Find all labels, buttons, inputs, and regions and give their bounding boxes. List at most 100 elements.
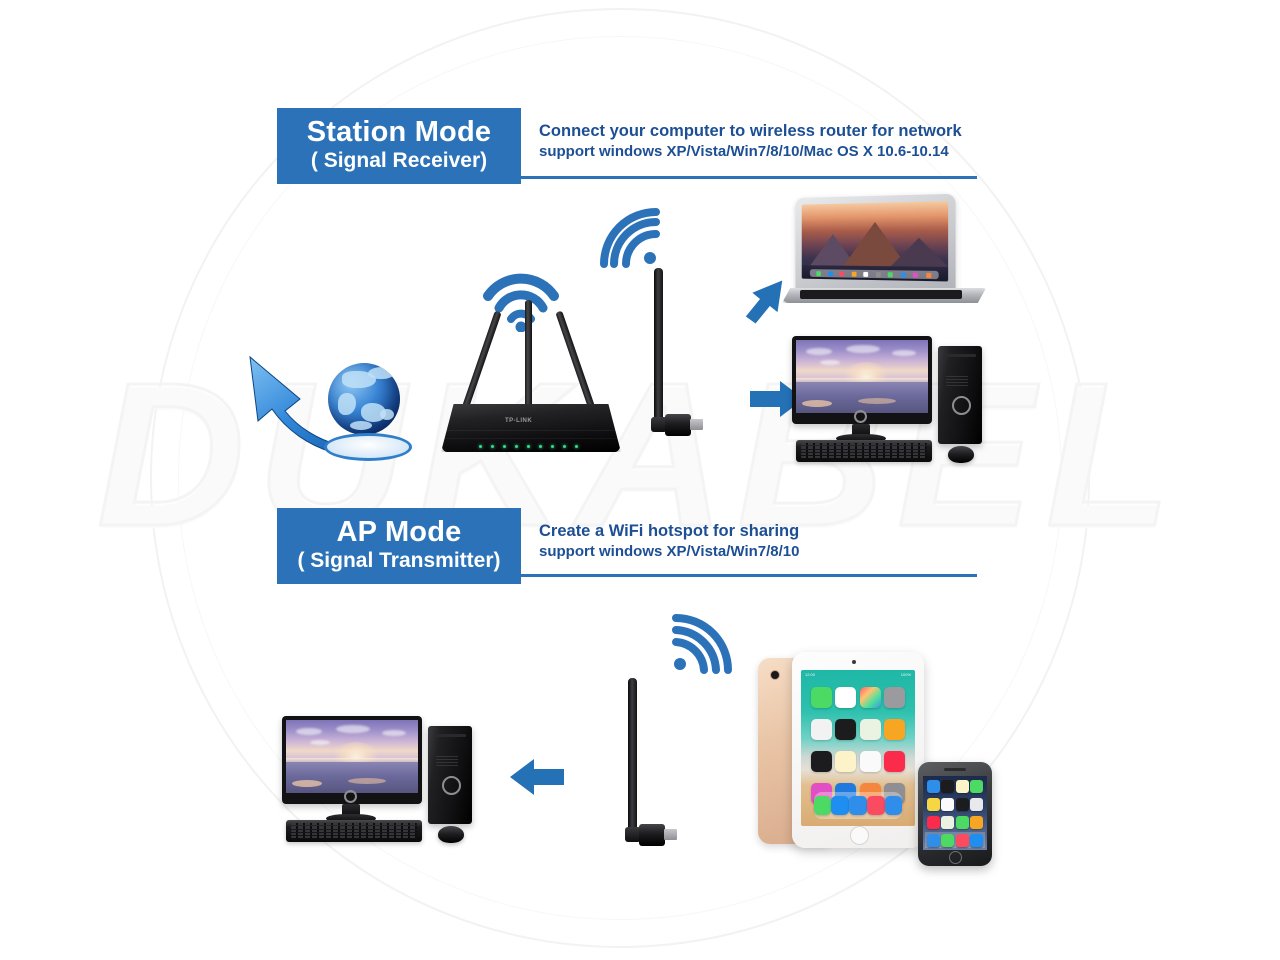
app-icon-clock[interactable] [835, 719, 856, 740]
mouse-station [948, 446, 974, 463]
globe-stand [324, 433, 412, 461]
station-mode-description: Connect your computer to wireless router… [521, 108, 962, 184]
pc-tower-station [938, 346, 982, 444]
mouse-ap [438, 826, 464, 843]
adapter-usb-connector [690, 419, 703, 430]
laptop-screen [802, 201, 948, 281]
app-icon-news[interactable] [884, 751, 905, 772]
ap-mode-desc-line1: Create a WiFi hotspot for sharing [539, 520, 799, 542]
router-antenna-left [461, 311, 501, 412]
ipad-rear-camera-icon [770, 670, 780, 680]
router-antenna-center [525, 300, 532, 412]
phone-app-icon-7[interactable] [956, 798, 969, 811]
app-icon-contacts[interactable] [811, 719, 832, 740]
phone-app-icon-1[interactable] [927, 780, 940, 793]
dock-icon-messages[interactable] [814, 796, 832, 815]
ipad-front-camera-icon [852, 660, 856, 664]
app-icon-facetime[interactable] [811, 687, 832, 708]
phone-dock-icon-3[interactable] [956, 834, 969, 847]
phone-app-icon-4[interactable] [970, 780, 983, 793]
laptop-base [782, 288, 986, 303]
app-icon-maps[interactable] [860, 719, 881, 740]
dock-icon-photos[interactable] [885, 796, 903, 815]
adapter-antenna [654, 268, 663, 420]
ipad-home-button[interactable] [850, 826, 869, 845]
ap-mode-description: Create a WiFi hotspot for sharing suppor… [521, 508, 799, 584]
adapter-wifi-signal-icon-station [600, 208, 664, 270]
phone-app-icon-3[interactable] [956, 780, 969, 793]
monitor-frame-ap [282, 716, 422, 804]
ipad-front: 12:00 100% [792, 652, 924, 848]
desktop-computer-station [792, 336, 1002, 466]
phone-home-button[interactable] [949, 851, 962, 864]
macbook-laptop [780, 196, 992, 306]
phone-dock-icon-2[interactable] [941, 834, 954, 847]
ap-mode-header: AP Mode ( Signal Transmitter) Create a W… [277, 508, 977, 584]
monitor-screen-station [796, 340, 928, 413]
station-mode-desc-line1: Connect your computer to wireless router… [539, 120, 962, 142]
phone-dock-icon-1[interactable] [927, 834, 940, 847]
phone-app-icon-8[interactable] [970, 798, 983, 811]
dock-icon-safari[interactable] [831, 796, 849, 815]
ipad-status-left: 12:00 [805, 672, 815, 677]
dock-icon-music[interactable] [867, 796, 885, 815]
dock-icon-mail[interactable] [849, 796, 867, 815]
app-icon-calendar[interactable] [835, 687, 856, 708]
phone-app-icon-12[interactable] [970, 816, 983, 829]
router-antenna-right [555, 311, 595, 412]
app-icon-videos[interactable] [811, 751, 832, 772]
internet-globe-graphic [242, 345, 422, 470]
keyboard-station [796, 440, 932, 462]
phone-app-icon-5[interactable] [927, 798, 940, 811]
keyboard-ap [286, 820, 422, 842]
station-mode-subtitle: ( Signal Receiver) [287, 149, 511, 173]
adapter-wifi-broadcast-icon-ap [668, 614, 732, 676]
adapter-body [665, 414, 691, 436]
usb-wifi-adapter-station [648, 268, 718, 448]
phone-app-icon-9[interactable] [927, 816, 940, 829]
laptop-lid [795, 194, 955, 297]
app-icon-photos[interactable] [860, 687, 881, 708]
router-chassis: TP-LINK [441, 404, 621, 452]
pc-tower-ap [428, 726, 472, 824]
arrow-to-desktop-ap [508, 756, 566, 798]
iphone-smartphone [918, 762, 998, 870]
ap-mode-desc-line2: support windows XP/Vista/Win7/8/10 [539, 542, 799, 562]
ap-mode-title: AP Mode [287, 517, 511, 547]
phone-app-icon-11[interactable] [956, 816, 969, 829]
app-icon-reminders[interactable] [860, 751, 881, 772]
app-icon-weather[interactable] [884, 719, 905, 740]
monitor-logo-ap [344, 790, 357, 803]
phone-body [918, 762, 992, 866]
globe-sphere [328, 363, 400, 435]
ipad-status-right: 100% [901, 672, 911, 677]
ipad-app-grid [809, 687, 907, 804]
station-mode-header: Station Mode ( Signal Receiver) Connect … [277, 108, 977, 184]
phone-screen [923, 776, 987, 850]
arrow-left-icon [508, 756, 566, 798]
wifi-signal-icon [600, 208, 664, 270]
phone-dock-icon-4[interactable] [970, 834, 983, 847]
monitor-frame-station [792, 336, 932, 424]
adapter-antenna-ap [628, 678, 637, 830]
adapter-usb-connector-ap [664, 829, 677, 840]
phone-app-icon-2[interactable] [941, 780, 954, 793]
phone-dock [925, 832, 985, 848]
ipad-dock [814, 792, 903, 819]
ipad-screen: 12:00 100% [801, 670, 915, 826]
ap-mode-underline [277, 574, 977, 577]
adapter-body-ap [639, 824, 665, 846]
phone-app-icon-10[interactable] [941, 816, 954, 829]
usb-wifi-adapter-ap [622, 678, 692, 858]
app-icon-notes[interactable] [835, 751, 856, 772]
phone-speaker-icon [944, 768, 966, 771]
station-mode-desc-line2: support windows XP/Vista/Win7/8/10/Mac O… [539, 142, 962, 162]
station-mode-title-box: Station Mode ( Signal Receiver) [277, 108, 521, 184]
app-icon-camera[interactable] [884, 687, 905, 708]
phone-app-icon-6[interactable] [941, 798, 954, 811]
monitor-screen-ap [286, 720, 418, 793]
router-brand-label: TP-LINK [505, 418, 532, 424]
monitor-logo-station [854, 410, 867, 423]
ap-mode-subtitle: ( Signal Transmitter) [287, 549, 511, 573]
